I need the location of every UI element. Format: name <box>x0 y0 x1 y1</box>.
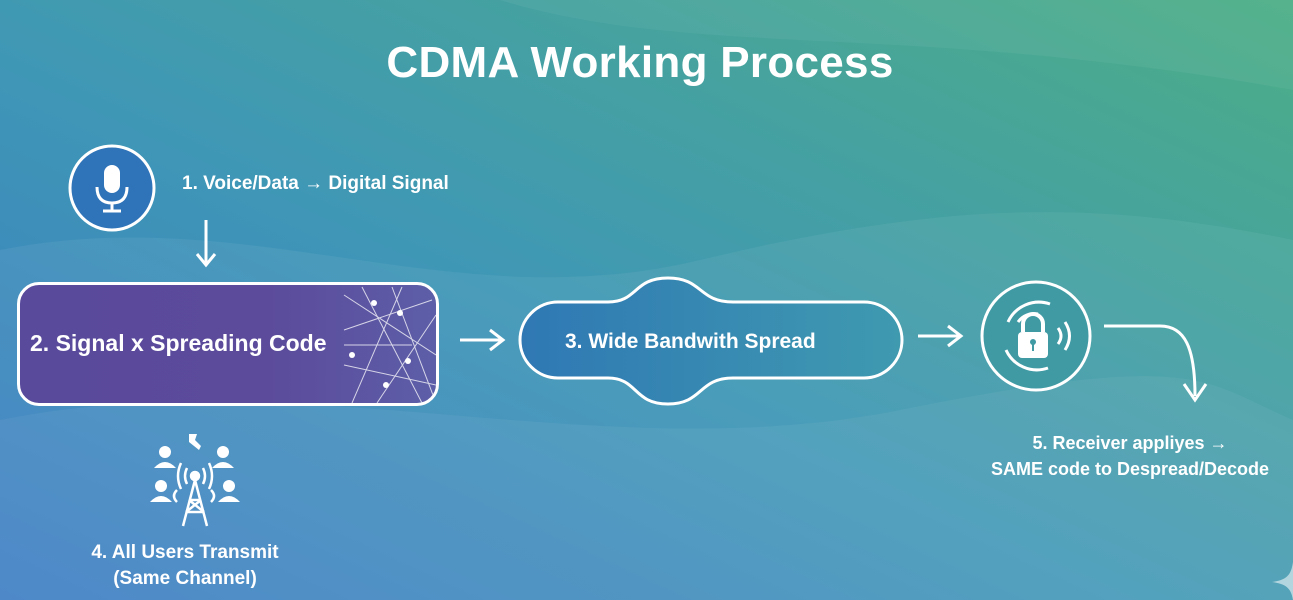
step-4-label: 4. All Users Transmit (Same Channel) <box>60 540 310 592</box>
step-2-label: 2. Signal x Spreading Code <box>30 330 327 356</box>
curved-arrow-icon <box>1104 324 1208 403</box>
step-5-line-1: 5. Receiver appliyes → <box>1032 433 1228 453</box>
spreading-code-box <box>17 282 439 406</box>
step-5-label: 5. Receiver appliyes → SAME code to Desp… <box>960 430 1293 482</box>
step-5-line-2: SAME code to Despread/Decode <box>990 459 1270 479</box>
step-4-line-2: (Same Channel) <box>113 568 257 589</box>
step-4-line-1: 4. All Users Transmit <box>91 542 279 563</box>
sparkle-icon <box>1272 562 1293 600</box>
users-tower-icon <box>150 434 240 527</box>
microphone-icon <box>68 144 156 232</box>
step-1-label: 1. Voice/Data → Digital Signal <box>182 173 449 194</box>
lock-signal-icon <box>980 280 1092 392</box>
page-title: CDMA Working Process <box>386 38 894 87</box>
step-3-label: 3. Wide Bandwith Spread <box>565 330 816 353</box>
spreading-code-lines <box>343 286 436 403</box>
arrow-down-icon <box>195 220 217 268</box>
wide-band-shape <box>518 276 904 406</box>
arrow-right-icon <box>460 328 506 352</box>
arrow-right-icon <box>918 324 964 348</box>
